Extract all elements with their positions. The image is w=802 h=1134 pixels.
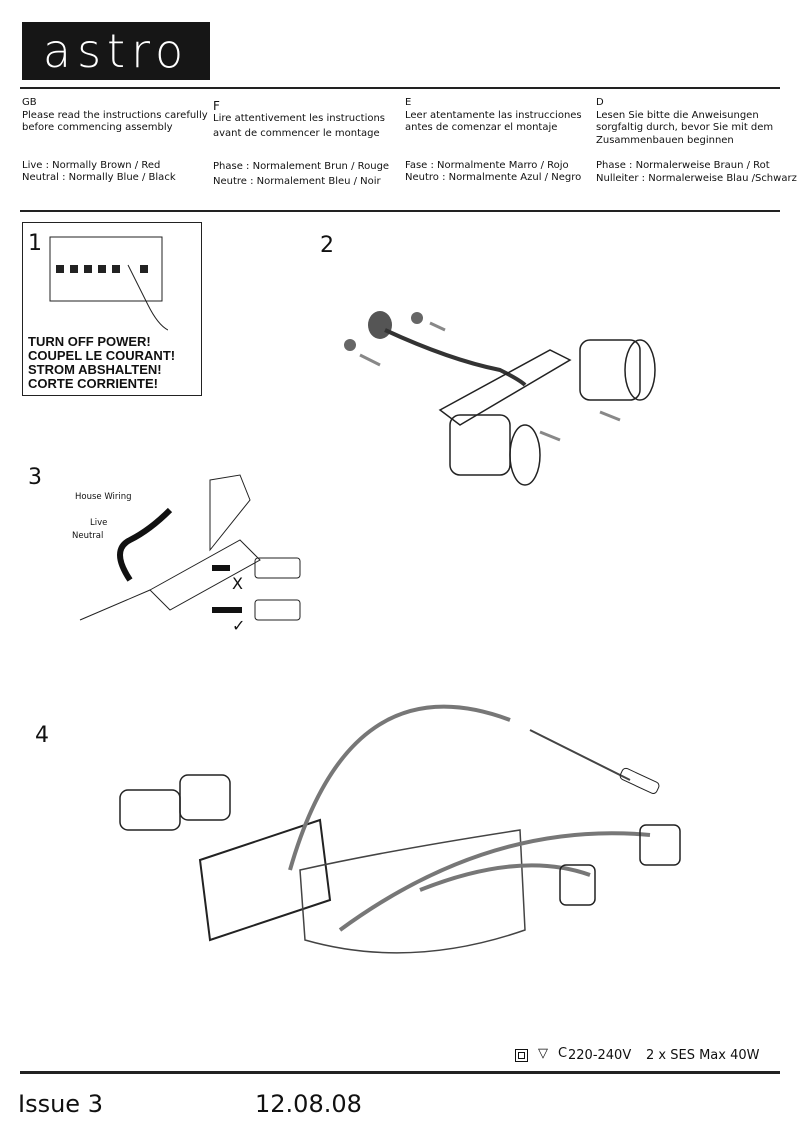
warning-line: STROM ABSHALTEN! [28, 362, 162, 377]
lang-gb: GB Please read the instructions carefull… [22, 97, 208, 185]
divider [20, 210, 780, 212]
wiring-line: Fase : Normalmente Marro / Rojo [405, 159, 569, 171]
intro-line: before commencing assembly [22, 122, 173, 133]
wiring-line: Neutral : Normally Blue / Black [22, 172, 176, 183]
warning-line: CORTE CORRIENTE! [28, 376, 158, 391]
step-number: 3 [28, 465, 42, 490]
label-house-wiring: House Wiring [75, 492, 132, 502]
issue-date: 12.08.08 [255, 1090, 362, 1118]
class-ii-icon [515, 1049, 528, 1062]
intro-line: Lesen Sie bitte die Anweisungen [596, 109, 759, 121]
intro-line: antes de comenzar el montaje [405, 122, 558, 133]
intro-line: avant de commencer le montage [213, 128, 380, 139]
intro-line: Zusammenbauen beginnen [596, 134, 734, 146]
lang-code: E [405, 97, 412, 108]
issue-number: Issue 3 [18, 1090, 103, 1118]
wrong-mark: X [232, 574, 243, 593]
warning-text: TURN OFF POWER! COUPEL LE COURANT! STROM… [28, 335, 175, 391]
voltage-rating: 220-240V [568, 1048, 632, 1063]
label-live: Live [90, 518, 108, 528]
step-number: 1 [28, 231, 42, 256]
lang-e: E Leer atentamente las instrucciones ant… [405, 97, 582, 185]
lang-f: F Lire attentivement les instructions av… [213, 100, 389, 189]
intro-line: Please read the instructions carefully [22, 109, 208, 121]
correct-mark: ✓ [232, 616, 246, 635]
wiring-line: Phase : Normalerweise Braun / Rot [596, 160, 770, 171]
wiring-line: Nulleiter : Normalerweise Blau /Schwarz [596, 172, 797, 184]
step3-wiring-illustration [79, 474, 301, 621]
intro-line: Lire attentivement les instructions [213, 112, 386, 124]
f-mark-icon: ▽ [538, 1046, 548, 1061]
warning-line: COUPEL LE COURANT! [28, 348, 176, 363]
brand-logo: astro [22, 22, 210, 80]
ce-mark-icon: C [558, 1046, 568, 1061]
lang-d: D Lesen Sie bitte die Anweisungen sorgfa… [596, 97, 797, 185]
warning-line: TURN OFF POWER! [28, 334, 151, 349]
label-neutral: Neutral [72, 531, 104, 541]
lamp-rating: 2 x SES Max 40W [646, 1048, 760, 1063]
lang-code: F [213, 99, 220, 113]
divider [20, 87, 780, 89]
intro-line: sorgfaltig durch, bevor Sie mit dem [596, 122, 774, 133]
divider [20, 1071, 780, 1074]
step1-warning-box: 1 TURN OFF POWER! COUPEL LE COURANT! STR… [22, 222, 202, 396]
wiring-line: Phase : Normalement Brun / Rouge [213, 160, 390, 172]
breaker-panel-illustration [49, 236, 168, 331]
step-number: 4 [35, 723, 49, 748]
step4-assembly-illustration [119, 704, 681, 954]
intro-line: Leer atentamente las instrucciones [405, 109, 582, 121]
wiring-line: Live : Normally Brown / Red [22, 159, 161, 171]
step-number: 2 [320, 233, 334, 258]
wiring-line: Neutre : Normalement Bleu / Noir [213, 176, 381, 187]
lang-code: D [596, 97, 604, 108]
wiring-line: Neutro : Normalmente Azul / Negro [405, 172, 582, 183]
step2-bracket-illustration [344, 311, 656, 486]
lang-code: GB [22, 97, 37, 108]
